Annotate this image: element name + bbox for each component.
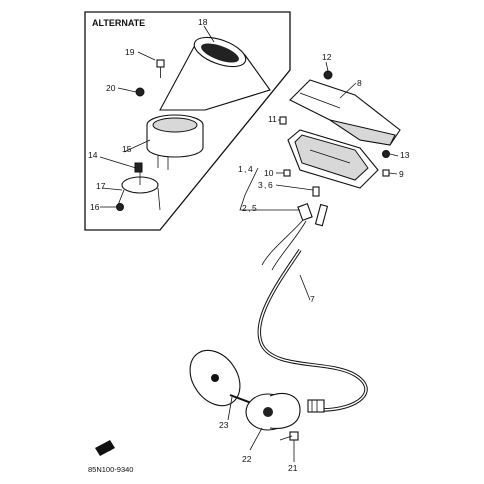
speedometer-cable-part: [257, 249, 368, 412]
callout-10: 10: [264, 168, 274, 178]
alternate-inset: ALTERNATE: [84, 11, 291, 231]
callout-17: 17: [96, 181, 106, 191]
callout-4: 4: [248, 164, 253, 174]
svg-text:,: ,: [248, 203, 250, 213]
cable-end-fitting: [307, 399, 325, 413]
svg-text:,: ,: [244, 164, 246, 174]
callout-5: 5: [252, 203, 257, 213]
visor-cowl-part: [159, 36, 271, 111]
bracket-17-part: [117, 170, 161, 211]
forward-direction-icon: FWD: [95, 440, 115, 456]
nut-20-part: [135, 87, 145, 97]
callout-23: 23: [219, 420, 229, 430]
callout-2: 2: [242, 203, 247, 213]
callout-20: 20: [106, 83, 116, 93]
callout-18: 18: [198, 17, 208, 27]
bulb-14-part: [134, 162, 143, 173]
drive-disc-part: [189, 349, 241, 407]
callout-labels: 18 19 20 15 14 17 16 12 8 11 13 9 10 1 ,…: [88, 17, 410, 473]
callout-6: 6: [268, 180, 273, 190]
callout-22: 22: [242, 454, 252, 464]
bulb-6-part: [312, 186, 320, 197]
speedometer-alt-part: [146, 114, 204, 170]
drawing-code: 85N100-9340: [88, 465, 133, 474]
callout-21: 21: [288, 463, 298, 473]
fwd-label: FWD: [101, 447, 112, 452]
nut-16-part: [116, 203, 124, 211]
callout-13: 13: [400, 150, 410, 160]
alternate-title: ALTERNATE: [92, 18, 145, 28]
socket-5-part: [261, 203, 313, 271]
bolt-9-part: [382, 169, 390, 177]
grommet-12-part: [323, 70, 333, 80]
callout-1: 1: [238, 164, 243, 174]
screw-19-part: [156, 59, 165, 78]
screw-11-part: [279, 116, 287, 125]
meter-cover-part: [289, 79, 401, 146]
grommet-13-part: [382, 150, 390, 158]
callout-15: 15: [122, 144, 132, 154]
bolt-21-part: [279, 431, 299, 441]
cable-connector: [314, 203, 329, 227]
callout-8: 8: [357, 78, 362, 88]
callout-9: 9: [399, 169, 404, 179]
meter-assembly-part: [287, 129, 379, 189]
screw-10-part: [283, 169, 291, 177]
callout-7: 7: [310, 294, 315, 304]
callout-14: 14: [88, 150, 98, 160]
callout-12: 12: [322, 52, 332, 62]
callout-3: 3: [258, 180, 263, 190]
leader-lines: [99, 25, 399, 462]
gear-unit-22-part: [245, 392, 301, 431]
callout-16: 16: [90, 202, 100, 212]
callout-19: 19: [125, 47, 135, 57]
svg-text:,: ,: [264, 180, 266, 190]
callout-11: 11: [268, 114, 277, 124]
